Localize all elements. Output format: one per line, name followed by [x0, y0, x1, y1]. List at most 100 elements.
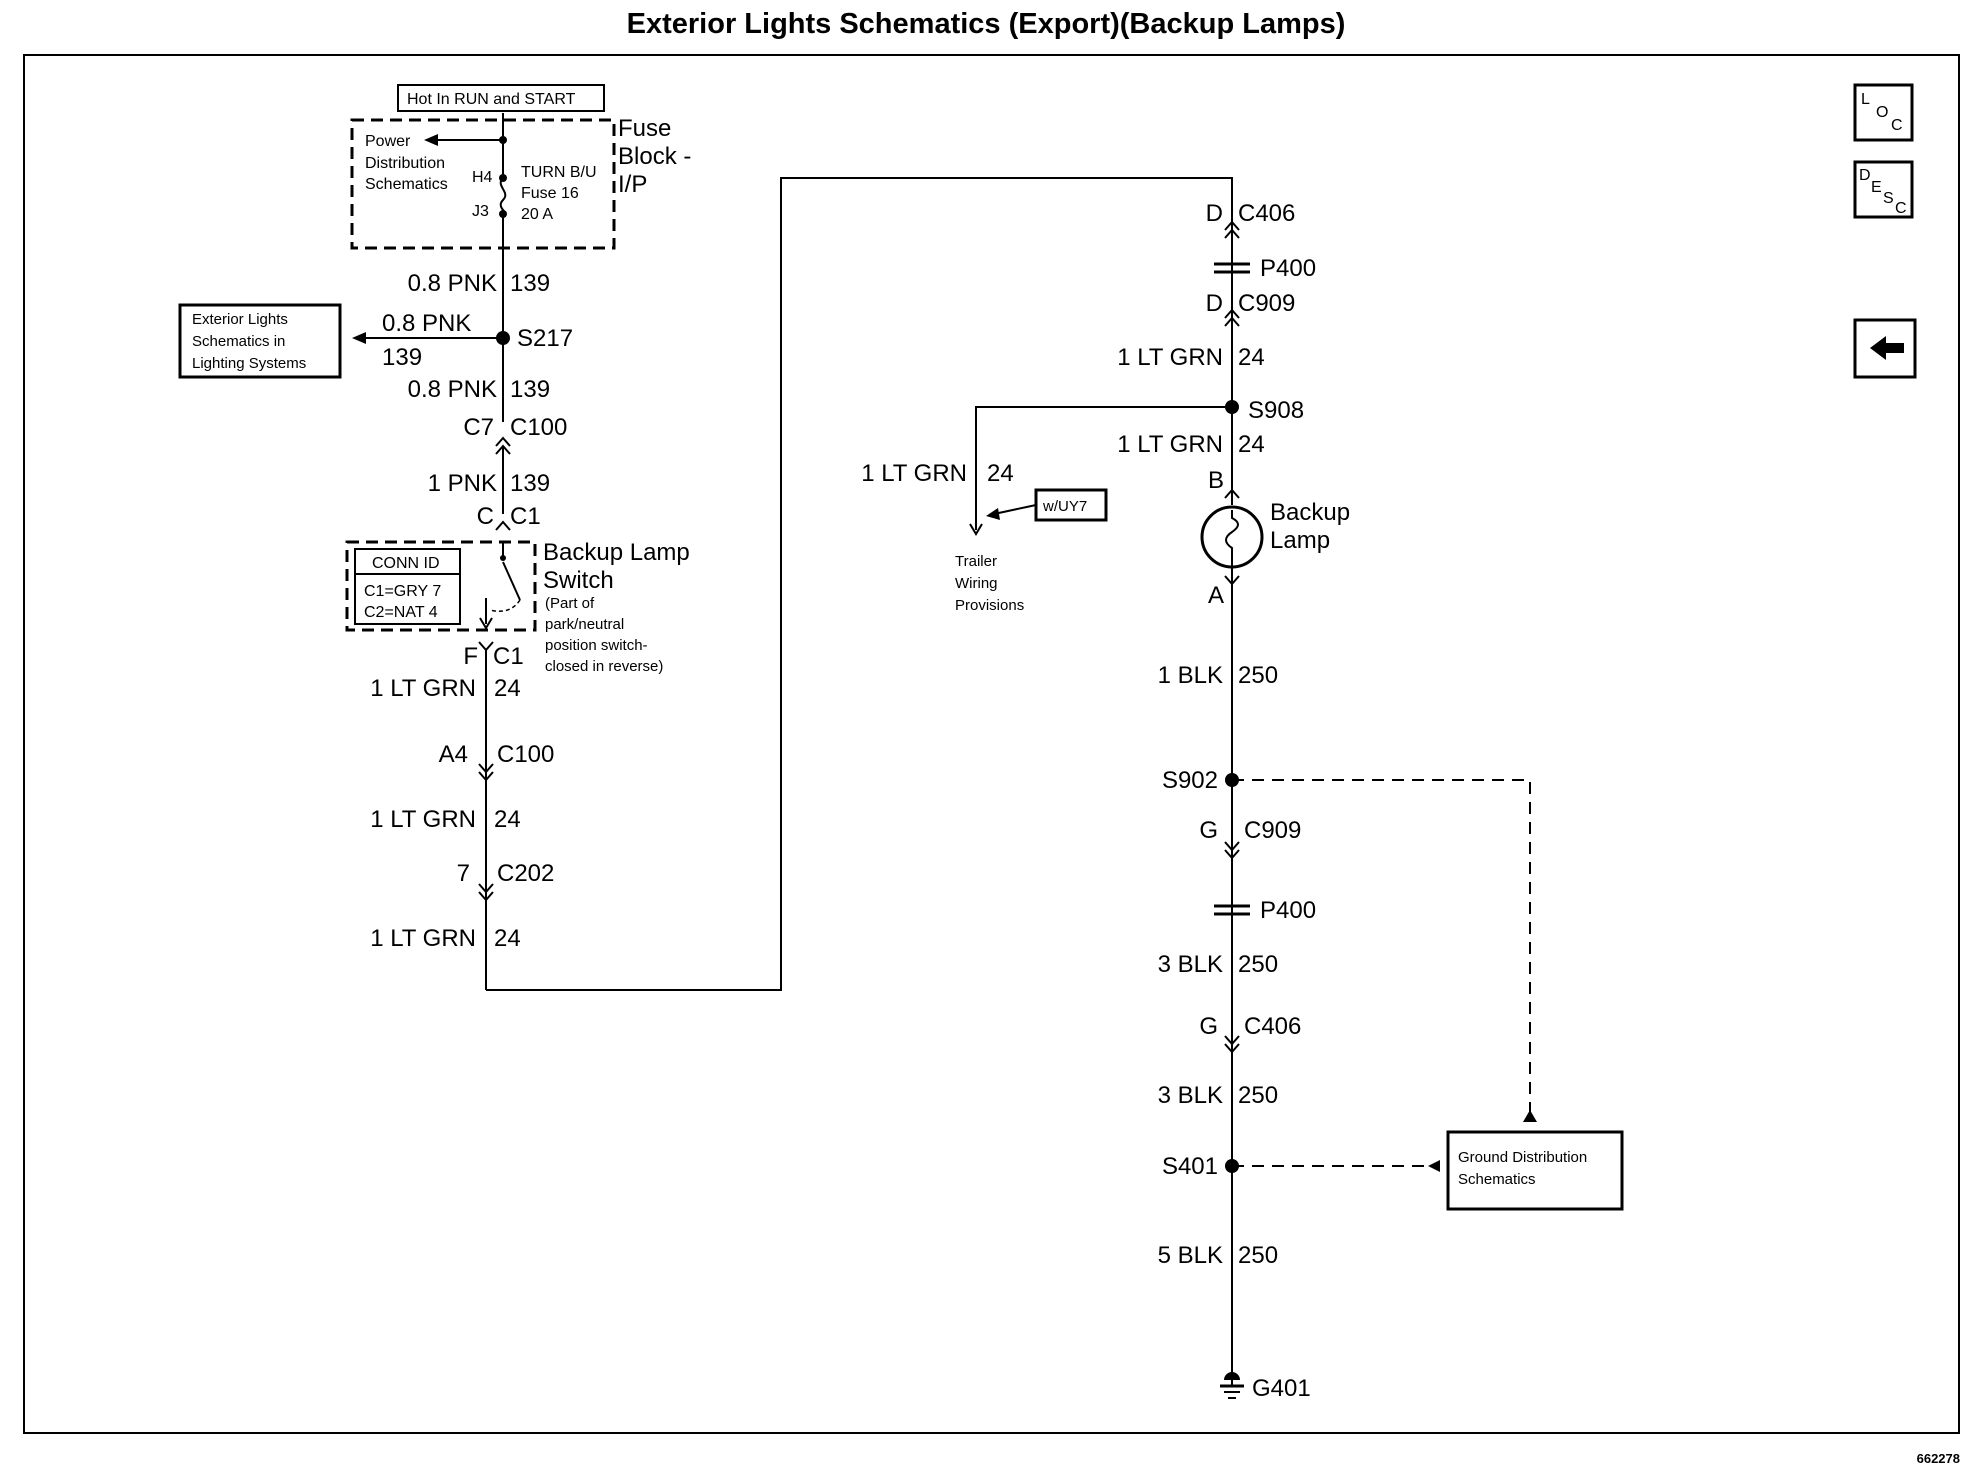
splice-s401-label: S401	[1162, 1153, 1218, 1180]
connector-pin-label: D	[1206, 290, 1223, 317]
switch-name-label-1: Backup Lamp	[543, 539, 690, 566]
page-title: Exterior Lights Schematics (Export)(Back…	[626, 8, 1346, 40]
wire-gauge: 1 PNK	[428, 470, 497, 497]
figure-id: 662278	[1916, 1451, 1960, 1466]
wire-gauge: 5 BLK	[1158, 1242, 1223, 1269]
connector-name-label: C100	[497, 741, 554, 768]
wire-circuit: 24	[1238, 344, 1265, 371]
switch-note-3: position switch-	[545, 637, 648, 654]
exterior-lights-link-label-3: Lighting Systems	[192, 355, 306, 372]
connector-name-label: C202	[497, 860, 554, 887]
conn-id-line-1: C1=GRY 7	[364, 583, 441, 600]
crossover-wire	[486, 177, 1233, 991]
arrow-head-icon	[424, 134, 438, 146]
desc-letter-s: S	[1883, 190, 1894, 207]
power-dist-label-1: Power	[365, 133, 411, 150]
connector-name-label: C406	[1238, 200, 1295, 227]
splice-s908-label: S908	[1248, 397, 1304, 424]
arrow-head-icon	[969, 523, 983, 536]
lamp-label-2: Lamp	[1270, 527, 1330, 554]
wire-gauge: 0.8 PNK	[382, 310, 471, 337]
passthrough-label: P400	[1260, 255, 1316, 282]
arrow-head-icon	[986, 508, 1000, 520]
wire-gauge: 1 LT GRN	[370, 925, 476, 952]
connector-pin-label: 7	[457, 860, 470, 887]
wire-circuit: 139	[510, 270, 550, 297]
connector-name-label: C100	[510, 414, 567, 441]
connector-c909-bottom	[1224, 841, 1240, 860]
connector-c1-top	[495, 520, 511, 531]
switch-name-label-2: Switch	[543, 567, 614, 594]
back-button[interactable]	[1853, 318, 1917, 379]
wire-gauge: 1 LT GRN	[370, 675, 476, 702]
connector-name-label: C1	[493, 643, 524, 670]
loc-button[interactable]: L O C	[1853, 83, 1914, 142]
ground-g401-label: G401	[1252, 1375, 1311, 1402]
wire-circuit: 250	[1238, 951, 1278, 978]
power-dist-label-3: Schematics	[365, 176, 448, 193]
connector-name-label: C406	[1244, 1013, 1301, 1040]
wire-gauge: 0.8 PNK	[408, 270, 497, 297]
switch-note-2: park/neutral	[545, 616, 624, 633]
hot-in-run-label: Hot In RUN and START	[407, 91, 576, 108]
trailer-label-2: Wiring	[955, 575, 998, 592]
desc-letter-d: D	[1859, 167, 1871, 184]
loc-letter-l: L	[1861, 91, 1870, 108]
pin-h4: H4	[472, 169, 493, 186]
wire-gauge: 0.8 PNK	[408, 376, 497, 403]
pin-j3: J3	[472, 203, 489, 220]
connector-name-label: C1	[510, 503, 541, 530]
connector-name-label: C909	[1238, 290, 1295, 317]
wire-circuit: 250	[1238, 662, 1278, 689]
connector-pin-label: C	[477, 503, 494, 530]
option-w-uy7-box	[1034, 488, 1108, 522]
trailer-label-3: Provisions	[955, 597, 1024, 614]
switch-note-4: closed in reverse)	[545, 658, 663, 675]
desc-button[interactable]: D E S C	[1853, 160, 1914, 219]
lamp-pin-a: A	[1208, 582, 1224, 609]
splice-s902-label: S902	[1162, 767, 1218, 794]
desc-letter-e: E	[1871, 179, 1882, 196]
loc-letter-c: C	[1891, 117, 1903, 134]
connector-c202	[478, 883, 494, 902]
backup-lamp-switch-box	[345, 540, 537, 632]
fuse-label-3: 20 A	[521, 206, 553, 223]
connector-pin-label: G	[1199, 1013, 1218, 1040]
lamp-label-1: Backup	[1270, 499, 1350, 526]
ground-distribution-link-box[interactable]	[1446, 1130, 1624, 1211]
conn-id-line-2: C2=NAT 4	[364, 604, 438, 621]
switch-note-1: (Part of	[545, 595, 595, 612]
fuse-icon	[499, 177, 507, 215]
left-arrow-icon	[1870, 336, 1904, 360]
wire-circuit: 250	[1238, 1242, 1278, 1269]
wire-gauge: 1 LT GRN	[1117, 344, 1223, 371]
wire-circuit: 24	[494, 675, 521, 702]
fuse-block-label-3: I/P	[618, 171, 647, 198]
wire-gauge: 1 BLK	[1158, 662, 1223, 689]
wire-gauge: 3 BLK	[1158, 951, 1223, 978]
connector-pin-label: C7	[463, 414, 494, 441]
exterior-lights-link-label-1: Exterior Lights	[192, 311, 288, 328]
ground-distribution-label-1: Ground Distribution	[1458, 1149, 1587, 1166]
connector-pin-label: D	[1206, 200, 1223, 227]
wire-gauge: 1 LT GRN	[861, 460, 967, 487]
option-w-uy7-label: w/UY7	[1042, 498, 1087, 515]
wire-circuit: 139	[382, 344, 422, 371]
wire-circuit: 24	[1238, 431, 1265, 458]
power-dist-label-2: Distribution	[365, 155, 445, 172]
arrow-head-icon	[1428, 1160, 1440, 1172]
wire-circuit: 139	[510, 376, 550, 403]
arrow-head-icon	[352, 332, 366, 344]
wire-circuit: 24	[987, 460, 1014, 487]
connector-c1-bottom	[478, 641, 494, 652]
wire-circuit: 24	[494, 806, 521, 833]
exterior-lights-link-box[interactable]	[178, 303, 342, 379]
passthrough-label: P400	[1260, 897, 1316, 924]
conn-id-box	[354, 548, 461, 625]
wire-circuit: 250	[1238, 1082, 1278, 1109]
wire-circuit: 24	[494, 925, 521, 952]
connector-c406-bottom	[1224, 1035, 1240, 1054]
connector-name-label: C909	[1244, 817, 1301, 844]
connector-pin-label: F	[463, 643, 478, 670]
